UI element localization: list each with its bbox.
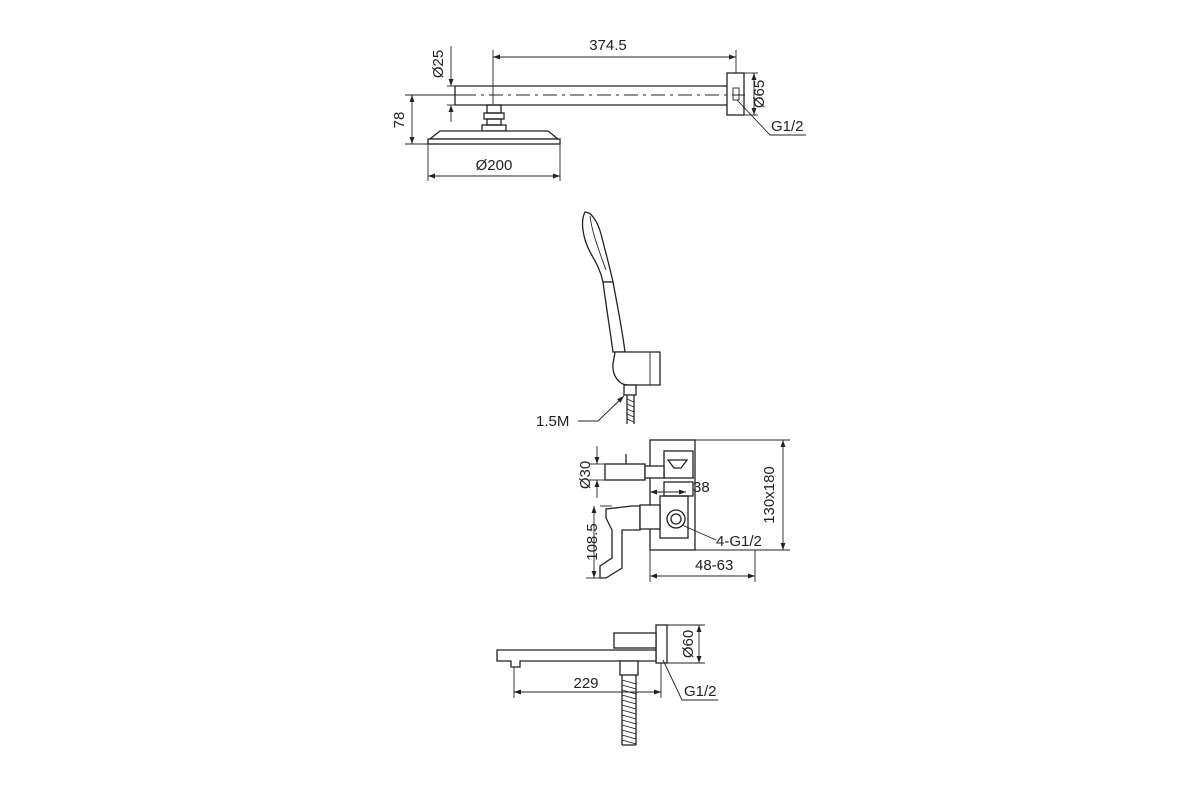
hand-shower-view: 1.5M <box>536 211 661 430</box>
spout-wall-flange <box>655 624 668 664</box>
shower-head <box>427 130 561 145</box>
dim-drop-height: 78 <box>391 112 408 129</box>
dim-arm-length: 374.5 <box>589 37 627 54</box>
spout-threaded-rod <box>621 675 637 746</box>
shower-holder <box>612 351 661 386</box>
shower-arm-view: 374.5 Ø25 Ø65 G1/2 78 Ø200 <box>391 37 806 181</box>
label-hose-length: 1.5M <box>536 413 569 430</box>
dim-plate-size: 130x180 <box>761 466 778 524</box>
dim-head-diameter: Ø200 <box>476 157 513 174</box>
label-arm-thread: G1/2 <box>771 118 804 135</box>
label-spout-thread: G1/2 <box>684 683 717 700</box>
dim-arm-diameter: Ø25 <box>430 50 447 78</box>
dim-lever-height: 108.5 <box>584 523 601 561</box>
dim-body-depth: 38 <box>693 479 710 496</box>
dim-flange-diameter: Ø65 <box>751 80 768 108</box>
mixer-valve-view: Ø30 38 130x180 4-G1/2 108.5 48-63 <box>577 439 790 582</box>
mixer-lever <box>599 504 661 579</box>
dim-install-depth: 48-63 <box>695 557 733 574</box>
hose <box>626 395 635 424</box>
label-valve-connections: 4-G1/2 <box>716 533 762 550</box>
dim-spout-projection: 229 <box>573 675 598 692</box>
dim-knob-diameter: Ø30 <box>577 461 594 489</box>
hand-shower-handle <box>602 281 626 353</box>
arm-wall-flange <box>726 72 745 116</box>
diverter-knob <box>604 454 665 481</box>
spout-view: Ø60 229 G1/2 <box>496 624 718 746</box>
dim-spout-flange-diameter: Ø60 <box>680 630 697 658</box>
